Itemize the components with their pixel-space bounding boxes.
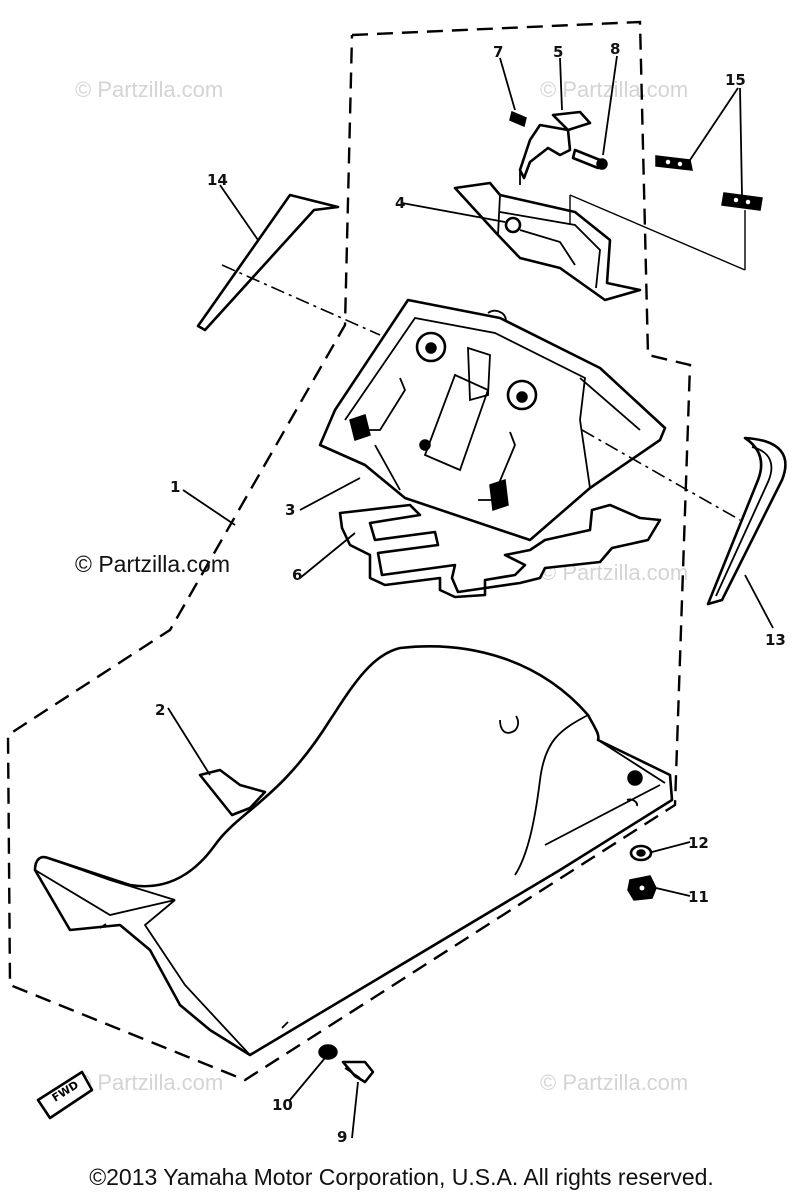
- callout-3: 3: [285, 501, 295, 519]
- watermark: © Partzilla.com: [540, 1070, 688, 1095]
- leader-line: [182, 489, 236, 526]
- leader-line: [167, 707, 211, 776]
- part-14-side-cover-left: [196, 193, 340, 332]
- callout-6: 6: [292, 566, 302, 584]
- callout-13: 13: [765, 631, 786, 649]
- leader-line: [289, 1057, 326, 1101]
- part-12-washer: [629, 844, 653, 862]
- part-7-spring: [509, 110, 527, 128]
- part-6-gasket: [338, 503, 662, 599]
- leader-line: [655, 887, 691, 897]
- axis-line: [221, 264, 381, 336]
- callout-15: 15: [725, 71, 746, 89]
- callout-2: 2: [155, 701, 165, 719]
- assembly-boundary: [6, 20, 692, 1082]
- part-3-storage-tray: [318, 298, 667, 542]
- leader-line: [559, 57, 563, 111]
- part-9-bolt: [341, 1060, 375, 1084]
- leader-line: [651, 841, 691, 853]
- leader-line: [351, 1081, 359, 1139]
- callout-9: 9: [337, 1128, 347, 1146]
- axis-line: [569, 194, 746, 271]
- part-8-pin: [571, 148, 608, 170]
- leader-line: [689, 87, 739, 161]
- leader-line: [739, 87, 743, 196]
- part-5-latch-plate: [518, 110, 592, 185]
- callout-4: 4: [395, 194, 405, 212]
- leader-line: [219, 184, 259, 241]
- callout-11: 11: [688, 888, 709, 906]
- watermark-dark: © Partzilla.com: [75, 551, 230, 577]
- callout-10: 10: [272, 1096, 293, 1114]
- part-4-bracket: [453, 181, 642, 302]
- leader-line: [499, 57, 516, 111]
- leader-line: [602, 55, 618, 156]
- part-10-washer: [318, 1044, 338, 1060]
- callout-14: 14: [207, 171, 228, 189]
- leader-line: [744, 574, 774, 629]
- leader-line: [299, 477, 361, 511]
- part-13-side-cover-right: [706, 436, 787, 606]
- part-1-seat: [33, 645, 674, 1057]
- axis-line: [581, 429, 741, 521]
- part-15-damper: [655, 155, 763, 211]
- callout-8: 8: [610, 40, 620, 58]
- callout-1: 1: [170, 478, 180, 496]
- watermark: © Partzilla.com: [75, 1070, 223, 1095]
- callout-5: 5: [553, 43, 563, 61]
- watermark: © Partzilla.com: [75, 77, 223, 102]
- part-11-nut: [627, 875, 657, 901]
- front-direction-arrow: FWD: [36, 1070, 94, 1120]
- leader-line: [401, 202, 506, 223]
- callout-12: 12: [688, 834, 709, 852]
- callout-7: 7: [493, 43, 503, 61]
- leader-line: [299, 532, 356, 579]
- copyright-notice: ©2013 Yamaha Motor Corporation, U.S.A. A…: [89, 1164, 714, 1190]
